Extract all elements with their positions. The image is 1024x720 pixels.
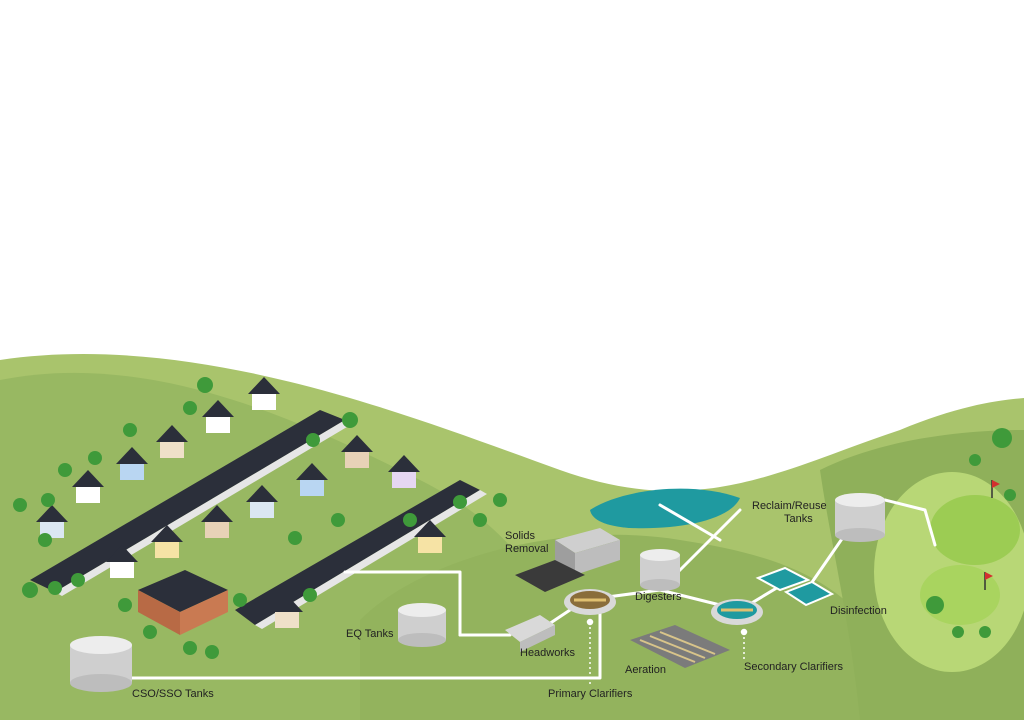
cso-sso-tank xyxy=(70,636,132,692)
house xyxy=(151,525,183,558)
solids-removal-building xyxy=(555,528,620,553)
house xyxy=(414,520,446,553)
label-reclaim-reuse: Reclaim/Reuse xyxy=(752,500,827,512)
golf-green-1 xyxy=(930,495,1020,565)
callout-markers xyxy=(586,618,748,684)
aeration-lanes xyxy=(639,631,716,663)
house xyxy=(341,435,373,468)
house xyxy=(296,463,328,496)
label-eq-tanks: EQ Tanks xyxy=(346,628,394,640)
house xyxy=(246,485,278,518)
house xyxy=(248,377,280,410)
trees xyxy=(13,377,1016,659)
road xyxy=(30,410,345,592)
primary-clarifier xyxy=(564,589,616,615)
label-primary-clarifiers: Primary Clarifiers xyxy=(548,688,633,700)
road xyxy=(235,480,480,625)
label-solids-removal-2: Removal xyxy=(505,543,548,555)
solids-removal-building-side xyxy=(555,540,575,575)
label-solids-removal: Solids xyxy=(505,530,535,542)
headworks xyxy=(505,615,555,642)
label-cso-sso-tanks: CSO/SSO Tanks xyxy=(132,688,214,700)
road-edge xyxy=(55,420,352,596)
house xyxy=(202,400,234,433)
house xyxy=(156,425,188,458)
house xyxy=(106,545,138,578)
house xyxy=(72,470,104,503)
flag-icon xyxy=(991,480,1000,498)
solids-removal-yard xyxy=(515,560,585,592)
label-headworks: Headworks xyxy=(520,647,576,659)
reclaim-reuse-tank xyxy=(835,493,885,542)
solids-removal-building-front xyxy=(575,540,620,575)
house xyxy=(201,505,233,538)
label-disinfection: Disinfection xyxy=(830,605,887,617)
label-reclaim-reuse-2: Tanks xyxy=(784,513,813,525)
label-digesters: Digesters xyxy=(635,591,682,603)
secondary-clarifier xyxy=(711,599,763,625)
school-building xyxy=(138,570,228,635)
label-secondary-clarifiers: Secondary Clarifiers xyxy=(744,661,844,673)
disinfection-basin xyxy=(783,580,835,607)
label-aeration: Aeration xyxy=(625,664,666,676)
eq-tank xyxy=(398,603,446,647)
house xyxy=(116,447,148,480)
hill-middle xyxy=(360,534,880,720)
headworks-front xyxy=(520,625,555,652)
flag-icon xyxy=(984,572,993,590)
disinfection-basin xyxy=(755,566,811,592)
house xyxy=(271,595,303,628)
digesters-tank xyxy=(640,549,680,591)
house xyxy=(388,455,420,488)
